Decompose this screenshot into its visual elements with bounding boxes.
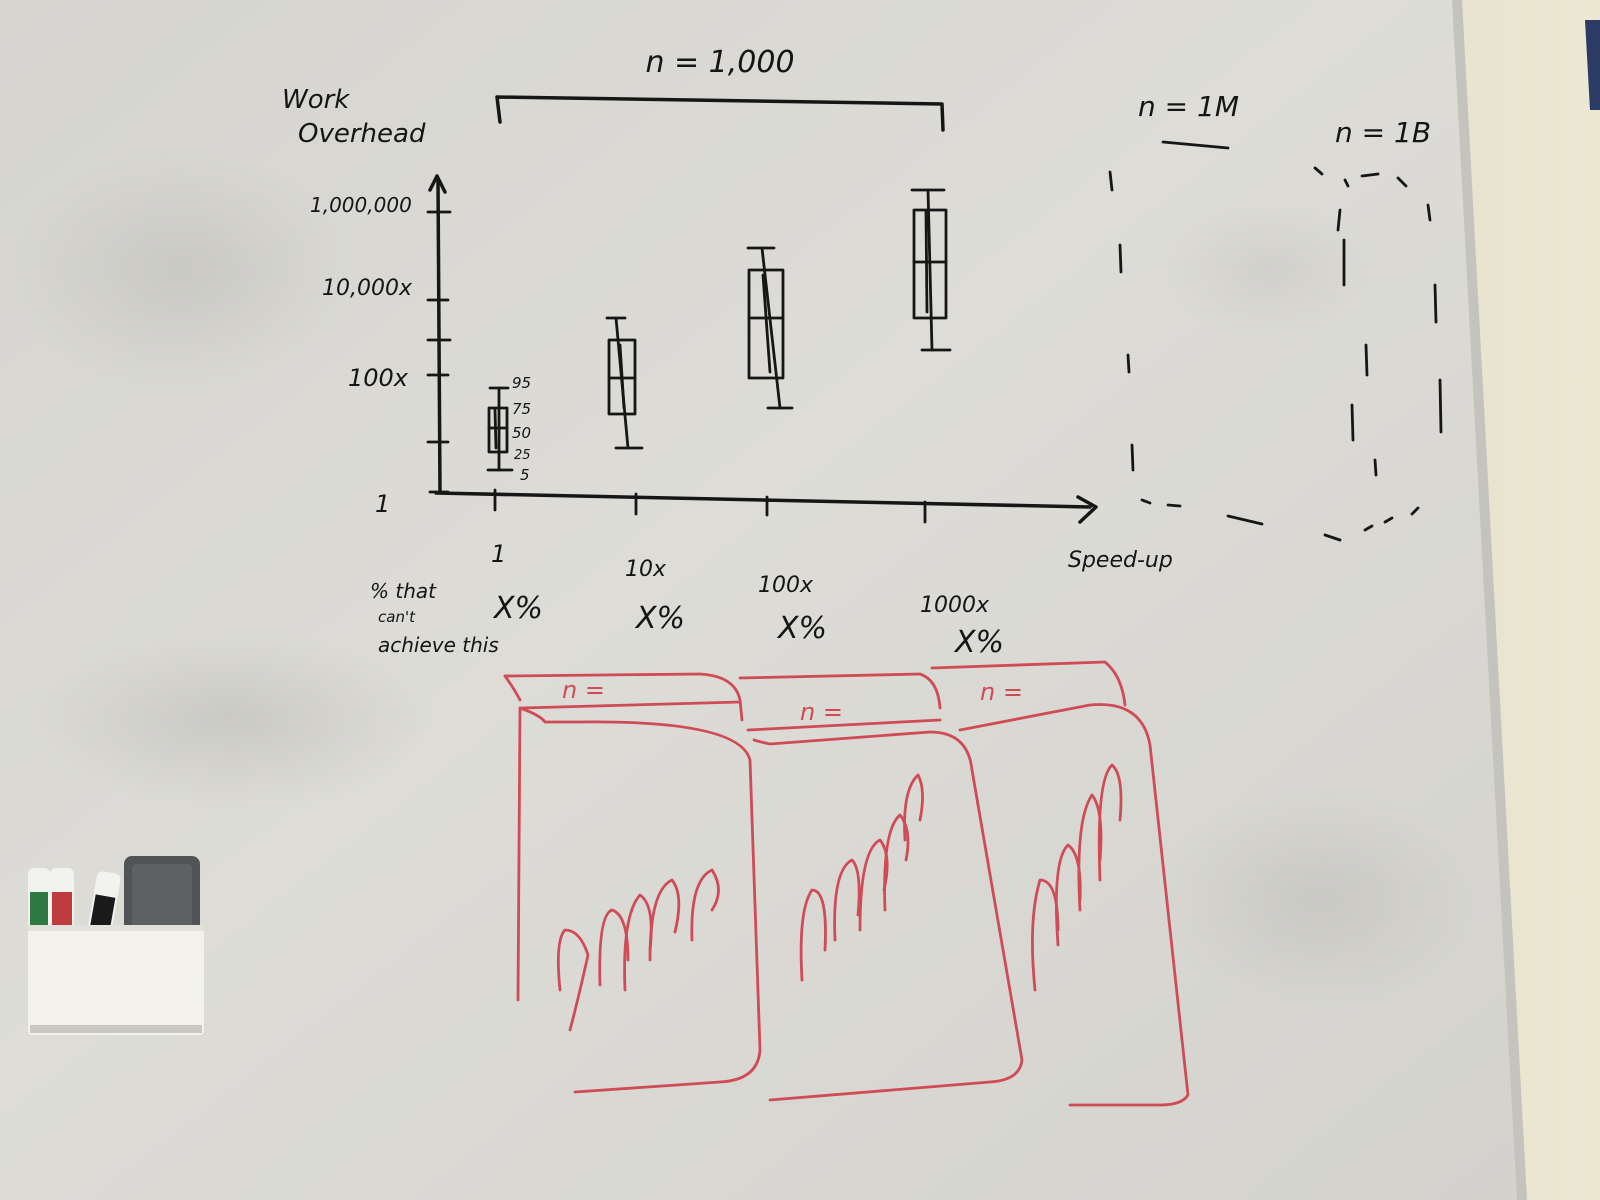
box-plot-3 <box>746 246 794 410</box>
red-panel-label-2: n = <box>800 698 843 726</box>
red-panel-label-1: n = <box>562 676 605 704</box>
red-panel-3 <box>930 660 1190 1107</box>
x-tick-label-1: 1 <box>491 540 506 568</box>
right-label-1m: n = 1M <box>1138 90 1239 123</box>
header-label: n = 1,000 <box>645 45 794 80</box>
box-plot-1 <box>486 386 514 472</box>
percentile-labels: 95 75 50 25 5 <box>512 374 531 484</box>
y-tick-marks <box>426 210 452 494</box>
x-axis-title: Speed-up <box>1068 548 1173 573</box>
percent-cell-3: X% <box>776 611 827 646</box>
x-tick-label-2: 10x <box>625 557 667 582</box>
percentile-95: 95 <box>512 374 531 392</box>
y-tick-label-top: 1,000,000 <box>310 193 412 217</box>
row-caption-line2: can't <box>378 608 416 626</box>
percentile-25: 25 <box>514 448 531 463</box>
chart-axes <box>428 174 1098 524</box>
box-plot-4 <box>910 188 952 352</box>
y-tick-label-2: 10,000x <box>322 276 413 301</box>
box-plot-2 <box>605 316 644 450</box>
dashed-outline-1m <box>1108 140 1264 526</box>
wall-background <box>1455 0 1600 1200</box>
percentile-75: 75 <box>512 400 531 418</box>
y-tick-label-bottom: 1 <box>375 490 390 518</box>
row-caption-line1: % that <box>370 579 437 603</box>
x-tick-label-4: 1000x <box>920 593 990 618</box>
red-panel-1 <box>503 672 762 1094</box>
marker-holder <box>28 856 204 1035</box>
y-axis-title-line1: Work <box>282 85 350 115</box>
percent-cell-1: X% <box>492 591 543 626</box>
red-panel-2 <box>738 672 1024 1102</box>
whiteboard-surface <box>0 0 1527 1200</box>
header-bracket <box>495 95 945 132</box>
row-caption-line3: achieve this <box>378 633 499 657</box>
x-tick-marks <box>493 488 927 524</box>
y-axis-title-line2: Overhead <box>298 119 426 149</box>
percent-cell-2: X% <box>634 601 685 636</box>
percent-cell-4: X% <box>953 625 1004 660</box>
percentile-50: 50 <box>512 424 531 442</box>
y-tick-label-3: 100x <box>348 364 409 392</box>
x-tick-label-3: 100x <box>758 573 814 598</box>
right-label-1b: n = 1B <box>1335 116 1431 149</box>
dashed-outline-1b <box>1313 166 1443 542</box>
red-panel-label-3: n = <box>980 678 1023 706</box>
percentile-5: 5 <box>520 466 530 484</box>
